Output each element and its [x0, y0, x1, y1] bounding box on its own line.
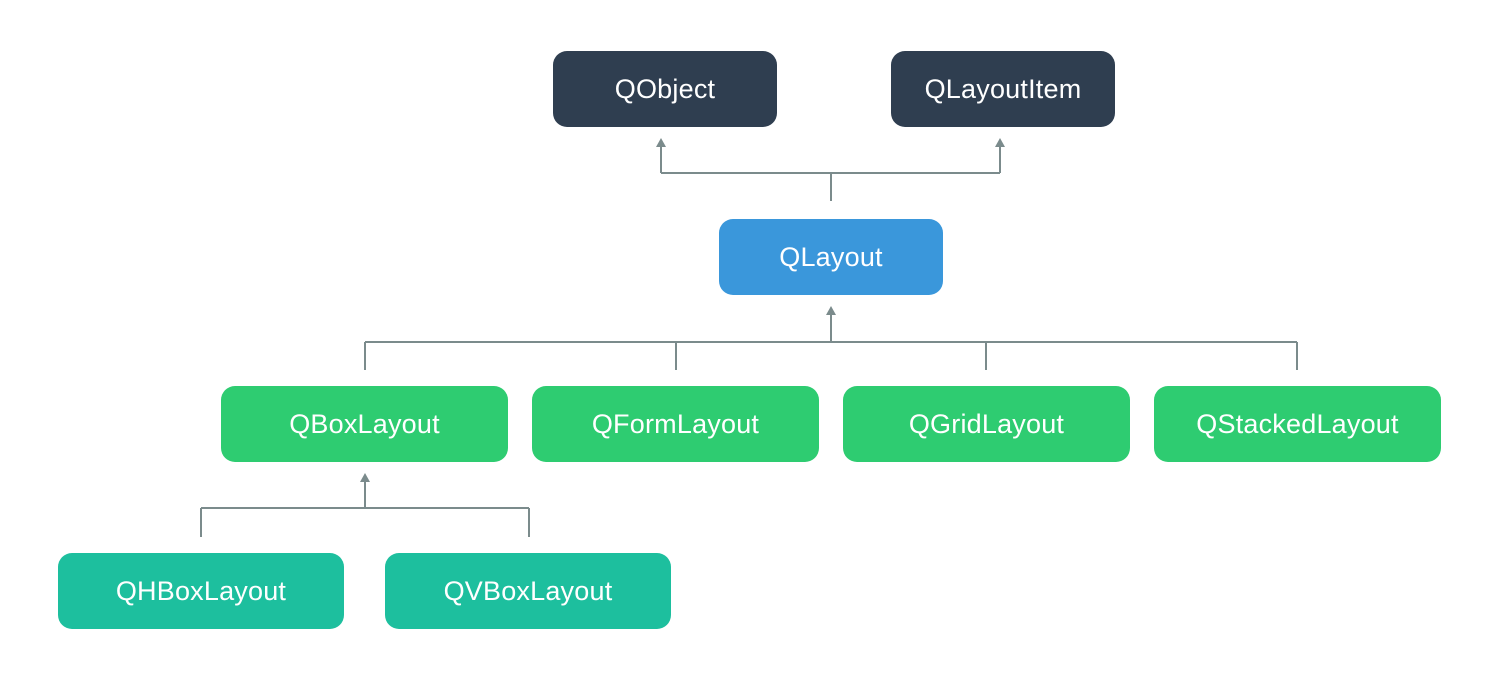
node-label: QStackedLayout [1196, 408, 1399, 439]
node-qlayout: QLayout [719, 219, 943, 295]
node-label: QVBoxLayout [443, 575, 613, 606]
node-label: QBoxLayout [289, 408, 440, 439]
node-qhboxlayout: QHBoxLayout [58, 553, 344, 629]
edge-group-layouts-to-qlayout [364, 306, 1298, 370]
node-qobject: QObject [553, 51, 777, 127]
node-label: QLayout [779, 241, 883, 272]
node-qformlayout: QFormLayout [532, 386, 819, 462]
node-label: QObject [614, 73, 716, 104]
node-label: QGridLayout [908, 408, 1065, 439]
node-label: QHBoxLayout [115, 575, 287, 606]
node-qgridlayout: QGridLayout [843, 386, 1130, 462]
node-qstackedlayout: QStackedLayout [1154, 386, 1441, 462]
node-qvboxlayout: QVBoxLayout [385, 553, 671, 629]
node-qboxlayout: QBoxLayout [221, 386, 508, 462]
node-label: QFormLayout [591, 408, 760, 439]
edge-group-box-layouts-to-qboxlayout [200, 473, 530, 537]
edge-group-qlayout-to-parents [656, 138, 1005, 201]
node-qlayoutitem: QLayoutItem [891, 51, 1115, 127]
node-label: QLayoutItem [924, 73, 1082, 104]
